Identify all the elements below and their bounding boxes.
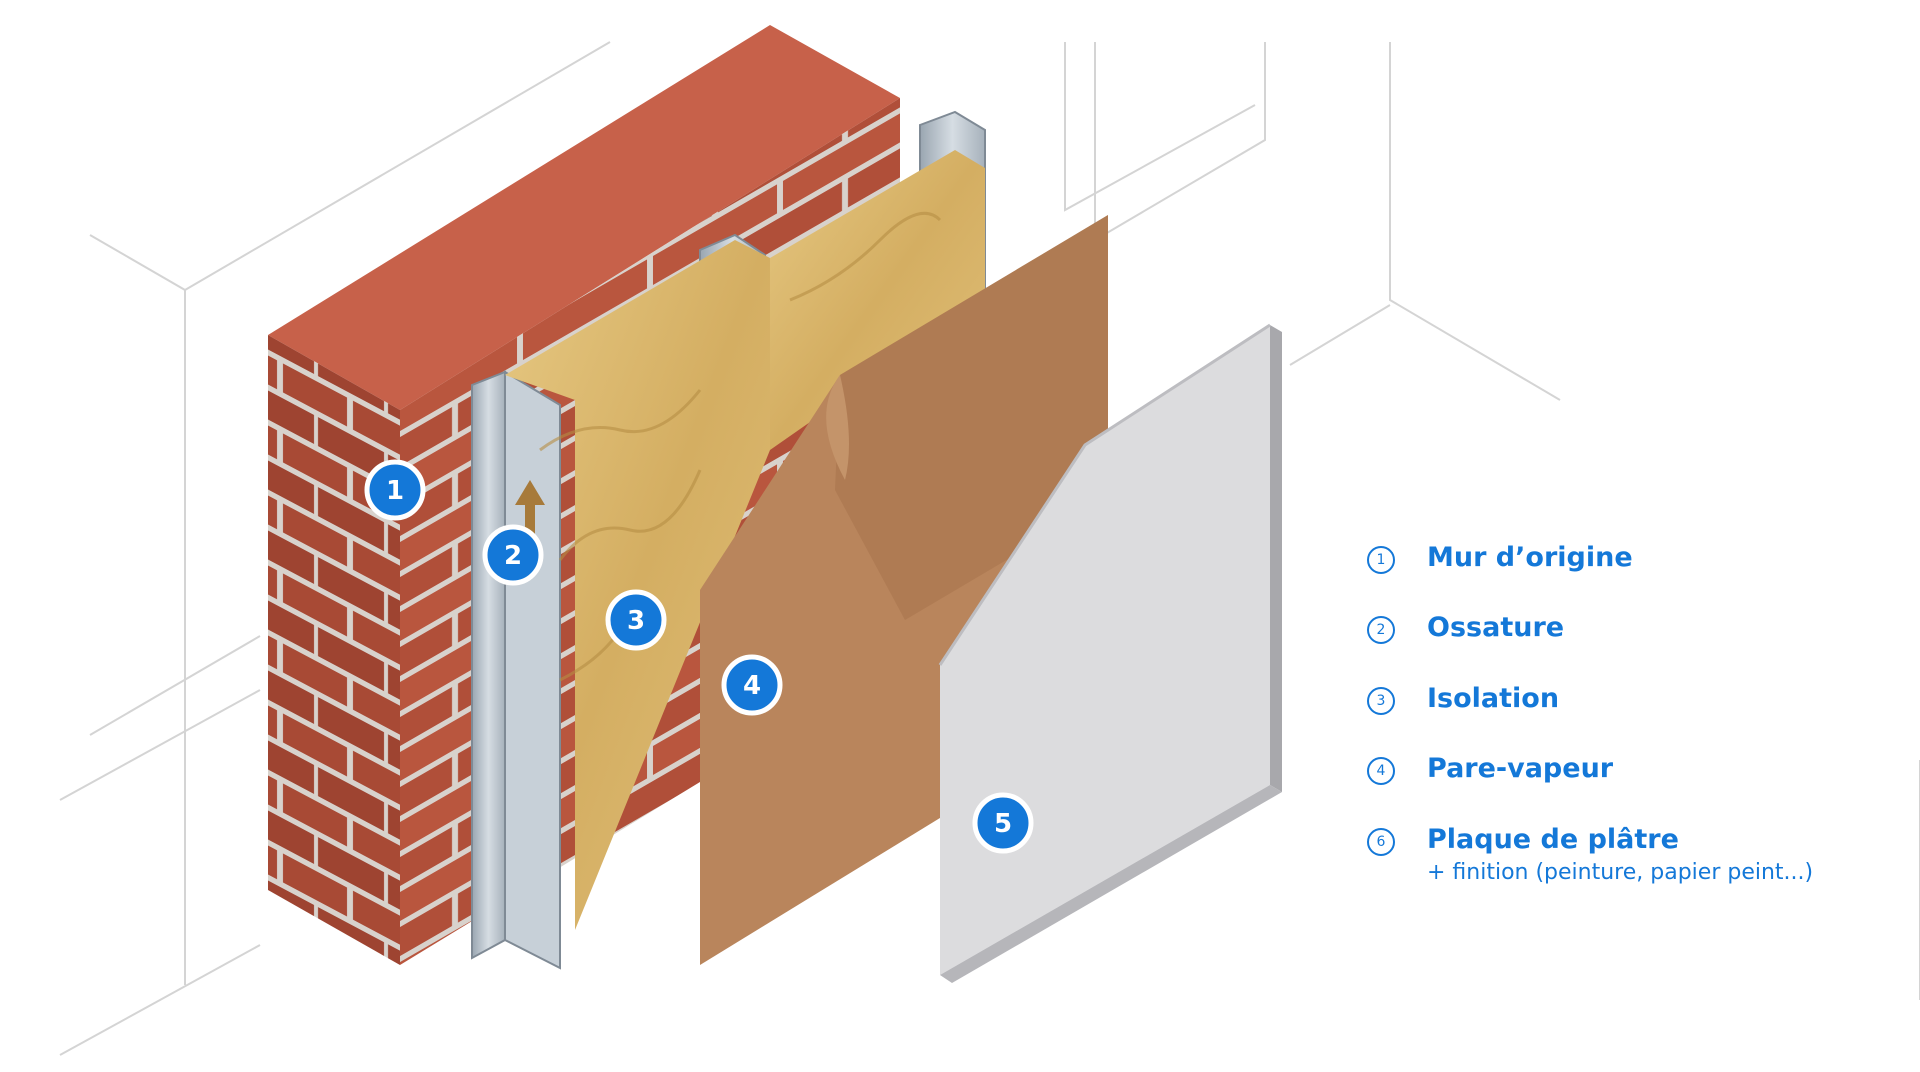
legend-label: Mur d’origine bbox=[1427, 542, 1633, 573]
insulation bbox=[505, 150, 985, 930]
room-guides bbox=[59, 41, 1920, 1056]
legend-number: 6 bbox=[1367, 828, 1395, 856]
marker-4: 4 bbox=[721, 654, 783, 716]
legend-label: Pare-vapeur bbox=[1427, 753, 1614, 784]
marker-5-label: 5 bbox=[994, 809, 1012, 839]
marker-2-label: 2 bbox=[504, 541, 522, 571]
marker-2: 2 bbox=[482, 524, 544, 586]
legend-sublabel: + finition (peinture, papier peint...) bbox=[1427, 860, 1814, 885]
marker-4-label: 4 bbox=[743, 671, 761, 701]
marker-5: 5 bbox=[972, 792, 1034, 854]
legend-number: 1 bbox=[1367, 546, 1395, 574]
marker-1: 1 bbox=[364, 459, 426, 521]
legend-label: Plaque de plâtre bbox=[1427, 824, 1679, 855]
marker-3-label: 3 bbox=[627, 606, 645, 636]
legend-label: Isolation bbox=[1427, 683, 1560, 714]
legend-number: 3 bbox=[1367, 687, 1395, 715]
legend-number: 4 bbox=[1367, 757, 1395, 785]
legend-label: Ossature bbox=[1427, 612, 1565, 643]
marker-1-label: 1 bbox=[386, 476, 404, 506]
legend-number: 2 bbox=[1367, 616, 1395, 644]
marker-3: 3 bbox=[605, 589, 667, 651]
